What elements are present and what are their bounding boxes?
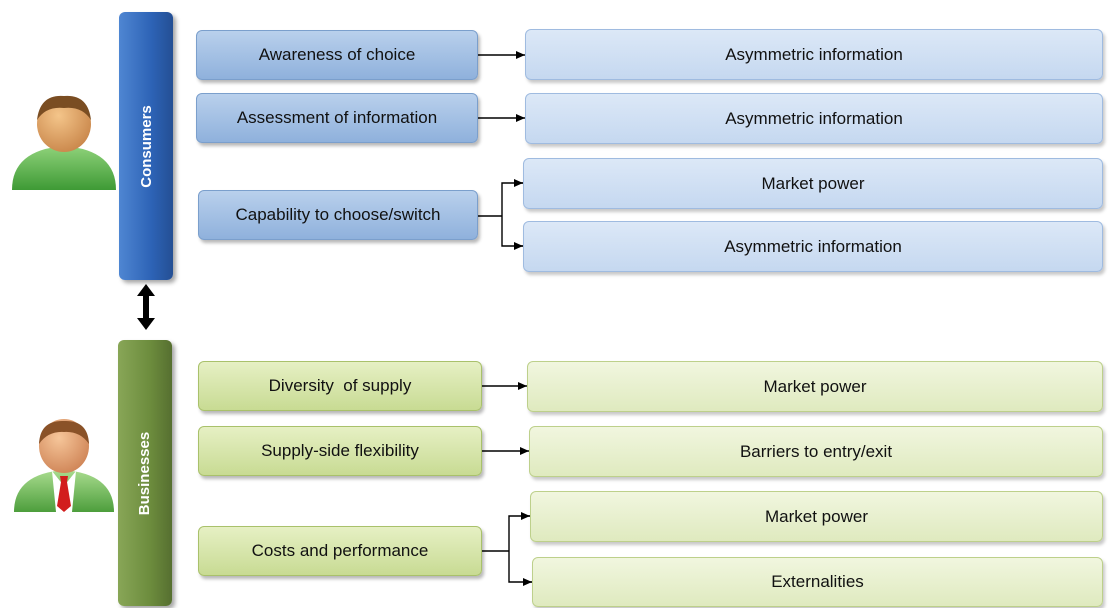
outcome-barriers: Barriers to entry/exit (529, 426, 1103, 477)
outcome-market-power-1: Market power (523, 158, 1103, 209)
businesses-bar: Businesses (118, 340, 172, 606)
outcome-label: Market power (765, 506, 868, 526)
outcome-asymmetric-2: Asymmetric information (525, 93, 1103, 144)
arrow-costs-branch (482, 515, 532, 583)
outcome-label: Market power (763, 376, 867, 396)
outcome-externalities: Externalities (532, 557, 1103, 607)
driver-awareness: Awareness of choice (196, 30, 478, 80)
consumer-person-icon (12, 95, 116, 190)
driver-costs: Costs and performance (198, 526, 482, 576)
consumers-bar: Consumers (119, 12, 173, 280)
arrow-capability-branch (478, 182, 523, 247)
driver-assessment: Assessment of information (196, 93, 478, 143)
driver-label: Costs and performance (251, 541, 429, 560)
business-person-icon (14, 419, 114, 512)
driver-capability: Capability to choose/switch (198, 190, 478, 240)
driver-label: Supply-side flexibility (261, 441, 419, 460)
driver-label: Awareness of choice (258, 45, 416, 64)
driver-label: Diversity of supply (268, 376, 412, 395)
outcome-label: Asymmetric information (725, 44, 903, 64)
outcome-label: Barriers to entry/exit (739, 441, 893, 461)
outcome-label: Market power (761, 173, 865, 193)
driver-label: Capability to choose/switch (235, 205, 441, 224)
driver-label: Assessment of information (236, 108, 438, 127)
outcome-market-power-3: Market power (530, 491, 1103, 542)
outcome-label: Asymmetric information (725, 108, 903, 128)
outcome-asymmetric-3: Asymmetric information (523, 221, 1103, 272)
outcome-label: Externalities (771, 572, 864, 591)
double-arrow-icon (137, 284, 155, 330)
outcome-label: Asymmetric information (724, 236, 902, 256)
outcome-asymmetric-1: Asymmetric information (525, 29, 1103, 80)
outcome-market-power-2: Market power (527, 361, 1103, 412)
driver-flexibility: Supply-side flexibility (198, 426, 482, 476)
driver-diversity: Diversity of supply (198, 361, 482, 411)
